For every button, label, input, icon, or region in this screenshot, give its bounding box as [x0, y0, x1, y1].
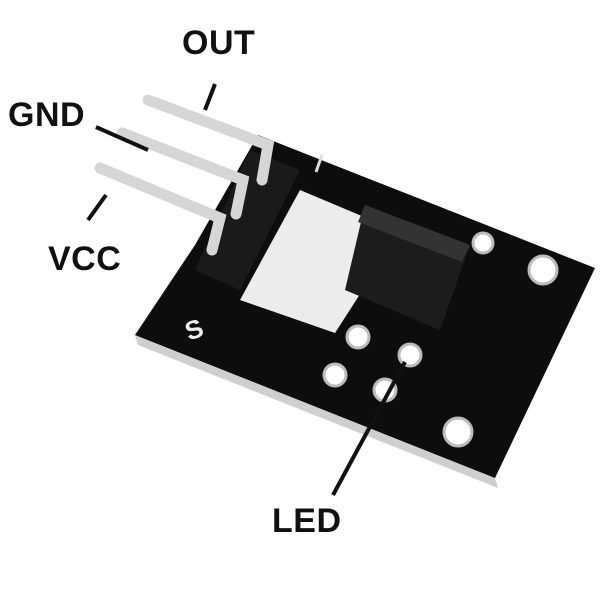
out-leader [203, 83, 217, 111]
leader-lines [86, 83, 407, 496]
sensor-fork-top [358, 205, 470, 262]
mount-hole [442, 416, 474, 448]
pads [322, 231, 559, 448]
label-gnd: GND [8, 96, 86, 134]
pin-header [195, 150, 300, 290]
board-edge [135, 335, 498, 488]
mount-hole [527, 254, 559, 286]
pins [94, 94, 275, 256]
pin-vcc [94, 162, 227, 256]
silkscreen-mark [314, 154, 324, 173]
pad [345, 324, 371, 350]
pad [471, 231, 495, 255]
vcc-leader [86, 193, 108, 222]
pad [397, 342, 423, 368]
gnd-leader [95, 125, 149, 152]
label-vcc: VCC [48, 240, 122, 278]
label-out: OUT [182, 24, 256, 62]
pad [322, 362, 348, 388]
pin-gnd [116, 127, 250, 220]
slot-window [240, 190, 400, 333]
pin-out [142, 94, 275, 186]
label-led: LED [272, 502, 342, 540]
led-leader [331, 361, 407, 496]
